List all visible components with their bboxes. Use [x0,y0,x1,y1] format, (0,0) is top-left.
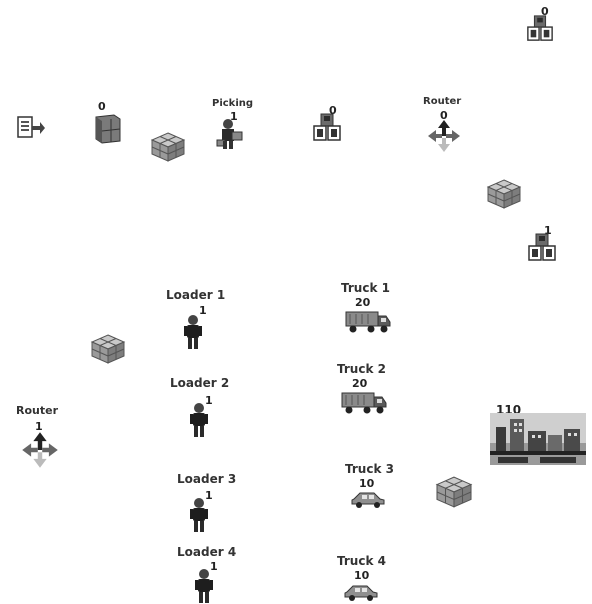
pallet-left-icon[interactable] [90,333,126,365]
queue-right-icon[interactable] [527,232,557,262]
factory-sink-icon[interactable] [490,413,586,465]
router-top-label: Router [423,96,462,107]
router-top-icon[interactable] [426,118,462,154]
top-right-queue-icon[interactable] [526,14,554,42]
truck-2-count: 20 [352,377,368,390]
truck-1-label: Truck 1 [341,281,390,295]
pallet-bottom-icon[interactable] [434,475,474,509]
loader-2-person-icon[interactable] [189,402,209,438]
truck-3-count: 10 [359,477,375,490]
truck-4-car-icon[interactable] [343,582,379,602]
storage-rack-icon[interactable] [92,113,122,145]
router-top-count: 0 [440,109,448,122]
picking-count: 1 [230,110,238,123]
source-icon[interactable] [16,115,46,141]
loader-1-person-icon[interactable] [183,314,203,350]
truck-4-count: 10 [354,569,370,582]
storage-count: 0 [98,100,106,113]
queue-right-count: 1 [544,224,552,237]
loader-4-label: Loader 4 [177,545,237,559]
loader-1-label: Loader 1 [166,288,226,302]
loader-1-count: 1 [199,304,207,317]
top-right-queue-count: 0 [541,5,549,18]
loader-3-person-icon[interactable] [189,497,209,533]
picker-worker-icon[interactable] [214,118,244,150]
truck-2-icon[interactable] [340,389,388,417]
truck-2-label: Truck 2 [337,362,386,376]
truck-1-icon[interactable] [344,308,392,336]
truck-1-count: 20 [355,296,371,309]
router-left-label: Router [16,404,59,417]
picking-label: Picking [212,98,254,109]
router-left-icon[interactable] [20,430,60,470]
loader-3-label: Loader 3 [177,472,237,486]
loader-4-person-icon[interactable] [194,568,214,604]
pallet-right-icon[interactable] [486,178,522,210]
truck-3-car-icon[interactable] [350,489,386,509]
loader-3-count: 1 [205,489,213,502]
router-left-count: 1 [35,420,43,433]
pallet-icon[interactable] [150,131,186,163]
loader-2-label: Loader 2 [170,376,230,390]
queue-mid-icon[interactable] [312,112,342,142]
loader-4-count: 1 [210,560,218,573]
queue-mid-count: 0 [329,104,337,117]
loader-2-count: 1 [205,394,213,407]
truck-4-label: Truck 4 [337,554,386,568]
truck-3-label: Truck 3 [345,462,394,476]
